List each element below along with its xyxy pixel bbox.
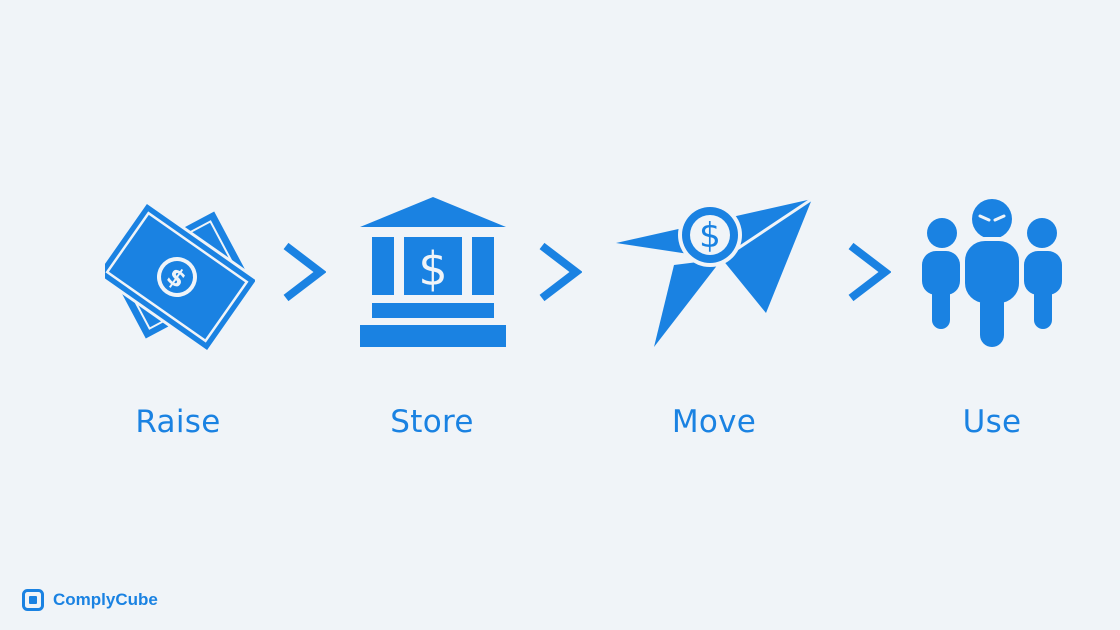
chevron-right-icon [848,242,891,302]
chevron-right-icon [539,242,582,302]
svg-text:$: $ [418,242,447,296]
people-group-icon [922,195,1062,347]
paper-plane-coin-icon: $ [616,197,813,347]
brand-logo: ComplyCube [22,586,158,614]
step-label-store: Store [390,404,474,440]
complycube-logo-icon [22,589,44,611]
chevron-right-icon [283,242,326,302]
step-label-use: Use [962,404,1022,440]
svg-text:$: $ [699,216,721,256]
money-bills-icon: $ [105,199,255,350]
bank-icon: $ [360,197,506,347]
step-label-move: Move [671,404,757,440]
step-label-raise: Raise [135,404,221,440]
brand-name: ComplyCube [53,590,158,609]
